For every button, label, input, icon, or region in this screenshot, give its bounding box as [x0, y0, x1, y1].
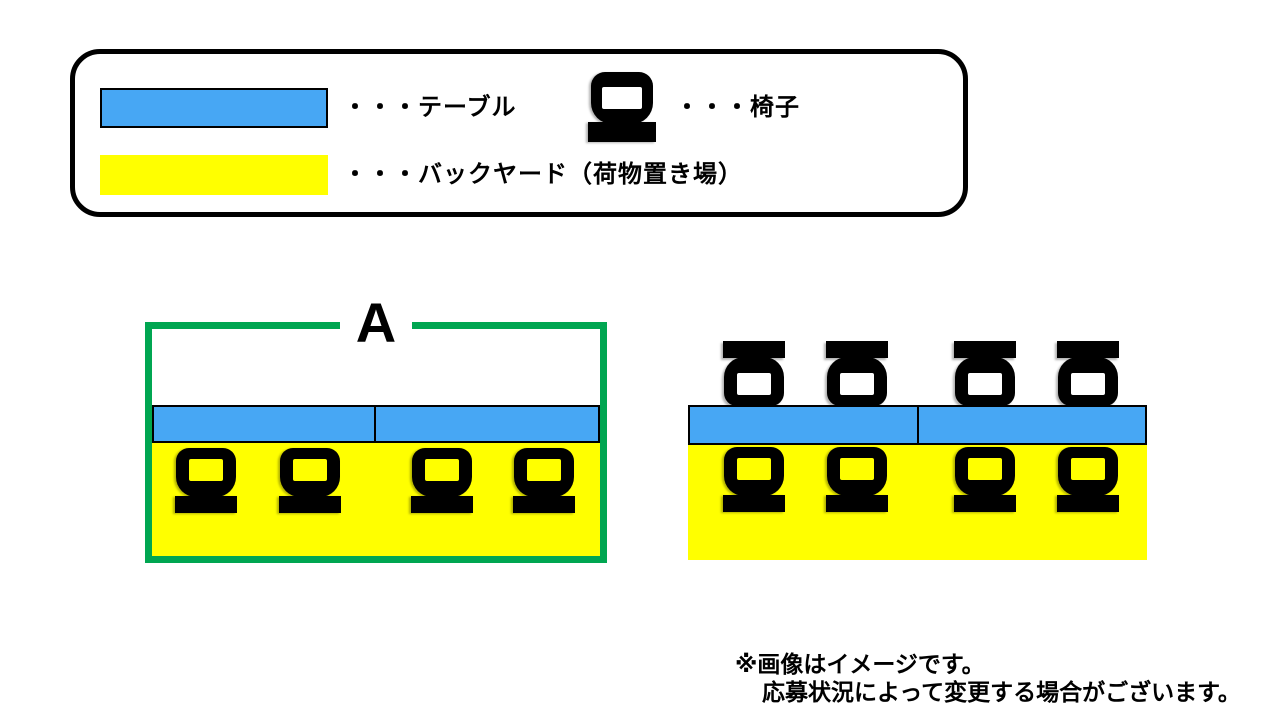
chair-icon [953, 447, 1017, 512]
chair-legend-label: ・・・椅子 [675, 94, 800, 121]
chair-icon [174, 448, 238, 513]
chair-icon [410, 448, 474, 513]
chair-icon [1056, 447, 1120, 512]
chair-icon [278, 448, 342, 513]
chair-icon [588, 72, 656, 142]
backyard-color-swatch [100, 155, 328, 195]
chair-icon [1056, 341, 1120, 406]
chair-icon [512, 448, 576, 513]
table-divider [374, 407, 376, 441]
footnote: ※画像はイメージです。 応募状況によって変更する場合がございます。 [735, 650, 1241, 706]
footnote-line-2: 応募状況によって変更する場合がございます。 [762, 679, 1241, 705]
section-a: A [145, 292, 607, 563]
table-divider [917, 407, 919, 443]
chair-seat-cutout [602, 87, 642, 109]
chair-icon [953, 341, 1017, 406]
section-a-tables [152, 405, 600, 443]
backyard-legend-label: ・・・バックヤード（荷物置き場） [343, 161, 743, 188]
legend-box: ・・・テーブル ・・・椅子 ・・・バックヤード（荷物置き場） [70, 49, 968, 217]
footnote-line-1: ※画像はイメージです。 [735, 651, 985, 677]
chair-icon [722, 447, 786, 512]
table-legend-label: ・・・テーブル [343, 94, 517, 121]
section-a-label-gap: A [340, 292, 412, 354]
chair-icon [825, 447, 889, 512]
section-a-label: A [355, 291, 397, 354]
chair-icon [825, 341, 889, 406]
chair-base [588, 122, 656, 142]
table-color-swatch [100, 88, 328, 128]
chair-icon [722, 341, 786, 406]
section-b-tables [688, 405, 1147, 445]
section-b [688, 341, 1147, 560]
